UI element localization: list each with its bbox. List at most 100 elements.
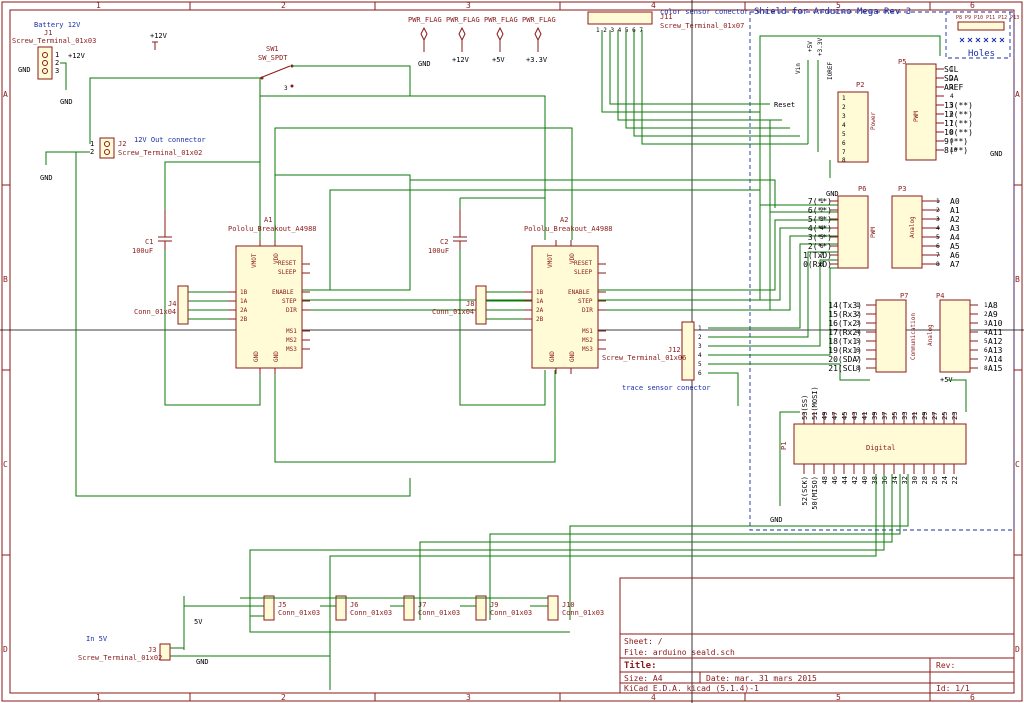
j1-value: Screw_Terminal_01x03 (12, 37, 96, 45)
gnd-label: GND (418, 60, 431, 68)
pwr-flag-label: PWR_FLAG (408, 16, 442, 24)
p4-ref: P4 (936, 292, 944, 300)
pin-label: A6 (950, 251, 960, 260)
j8-ref: J8 (466, 300, 474, 308)
p1-pin-label: 31 (911, 412, 919, 420)
pin-label: 10(**) (944, 128, 973, 137)
pin-number: 6 (856, 347, 860, 354)
pin-label: A3 (950, 224, 960, 233)
gnd-label: GND (549, 351, 556, 362)
pin-number: 8 (820, 261, 824, 268)
j1-battery-connector: Battery 12V J1 Screw_Terminal_01x03 123 … (12, 21, 96, 106)
svg-text:8: 8 (842, 157, 846, 164)
p7-ref: P7 (900, 292, 908, 300)
p12v-label: +12V (452, 56, 470, 64)
c1-ref: C1 (145, 238, 153, 246)
pin-number: 5 (936, 234, 940, 241)
j11-title: color sensor conector (660, 8, 749, 16)
gnd-label: GND (40, 174, 53, 182)
j10-value: Conn_01x03 (562, 609, 604, 617)
p1-pin-label: 50(MISO) (811, 476, 819, 510)
a1-pin-label: 2A (240, 307, 248, 314)
pin-number: 8 (984, 365, 988, 372)
pin-number: 2 (856, 311, 860, 318)
p12v-label: +12V (68, 52, 86, 60)
pin-number: 6 (936, 243, 940, 250)
j12-value: Screw_Terminal_01x06 (602, 354, 686, 362)
p1-pin-label: 53(SS) (801, 395, 809, 420)
pin-number: 10 (950, 147, 958, 154)
j5-ref: J5 (278, 601, 286, 609)
a2-pin-label: 1A (536, 298, 544, 305)
a2-pin-label: MS2 (582, 337, 593, 344)
pin-label: A5 (950, 242, 960, 251)
p5-value: PWM (913, 111, 920, 122)
ioref-label: IOREF (827, 62, 834, 80)
pin-label: AREF (944, 83, 963, 92)
p1-pin-label: 52(SCK) (801, 476, 809, 506)
pin-label: A2 (950, 215, 960, 224)
pin-label: A8 (988, 301, 998, 310)
a1-value: Pololu_Breakout_A4988 (228, 225, 317, 233)
pin-label: 17(Rx2) (828, 328, 862, 337)
col-label: 1 (96, 1, 101, 10)
pin-label: A15 (988, 364, 1003, 373)
p5-ref: P5 (898, 58, 906, 66)
col-label: 1 (96, 693, 101, 702)
pin-number: 1 (856, 302, 860, 309)
j11-ref: J11 (660, 13, 673, 21)
pin-number: 6 (820, 243, 824, 250)
p1-pin-label: 28 (921, 476, 929, 484)
col-label: 3 (466, 693, 471, 702)
pin-label: 9(**) (944, 137, 968, 146)
pin-number: 3 (950, 84, 954, 91)
row-label: B (3, 275, 8, 284)
sw1-ref: SW1 (266, 45, 279, 53)
pin-number: 6 (950, 111, 954, 118)
p1-pin-label: 47 (831, 412, 839, 420)
pwr-flag-label: PWR_FLAG (522, 16, 556, 24)
j4-connector: J4 Conn_01x04 (134, 285, 189, 325)
pin-label: 12(**) (944, 110, 973, 119)
pin-number: 4 (936, 225, 940, 232)
j3-ref: J3 (148, 646, 156, 654)
svg-text:1 2 3 4 5 6 7: 1 2 3 4 5 6 7 (596, 27, 643, 34)
pin-number: 1 (950, 66, 954, 73)
col-label: 4 (651, 1, 656, 10)
pin-label: A0 (950, 197, 960, 206)
a2-pin-label: DIR (582, 307, 593, 314)
pin-number: 5 (984, 338, 988, 345)
col-label: 5 (836, 1, 841, 10)
p7-value: Communication (910, 313, 917, 360)
p1-pin-label: 46 (831, 476, 839, 484)
p1-pin-label: 36 (881, 476, 889, 484)
pin-number: 3 (820, 216, 824, 223)
row-label: D (3, 645, 8, 654)
col-label: 3 (466, 1, 471, 10)
title-sheet: Sheet: / (624, 637, 663, 646)
pin-label: 13(**) (944, 101, 973, 110)
col-label: 4 (651, 693, 656, 702)
vmot-label: VMOT (547, 253, 554, 268)
pin-label: A13 (988, 346, 1003, 355)
j8-connector: J8 Conn_01x04 (432, 285, 487, 325)
pin-label: 6(**) (808, 206, 832, 215)
pin-label: 5(**) (808, 215, 832, 224)
pin-label: 2(**) (808, 242, 832, 251)
a2-pin-label: 2B (536, 316, 544, 323)
svg-text:3: 3 (284, 85, 288, 92)
row-label: A (3, 90, 8, 99)
a2-pin-label: 1B (536, 289, 544, 296)
svg-text:2: 2 (842, 104, 846, 111)
title-id: Id: 1/1 (936, 684, 970, 693)
p1-pin-label: 38 (871, 476, 879, 484)
j8-value: Conn_01x04 (432, 308, 474, 316)
j11-color-sensor-connector: 1 2 3 4 5 6 7 J11 color sensor conector … (587, 8, 749, 34)
p2-ref: P2 (856, 81, 864, 89)
a1-pin-label: MS1 (286, 328, 297, 335)
title-file: File: arduino seald.sch (624, 648, 735, 657)
pin-number: 5 (820, 234, 824, 241)
p4-analog-header: P4 Analog +5V (927, 292, 971, 384)
p5-pwm-header: P5 PWM GND (898, 58, 1003, 161)
